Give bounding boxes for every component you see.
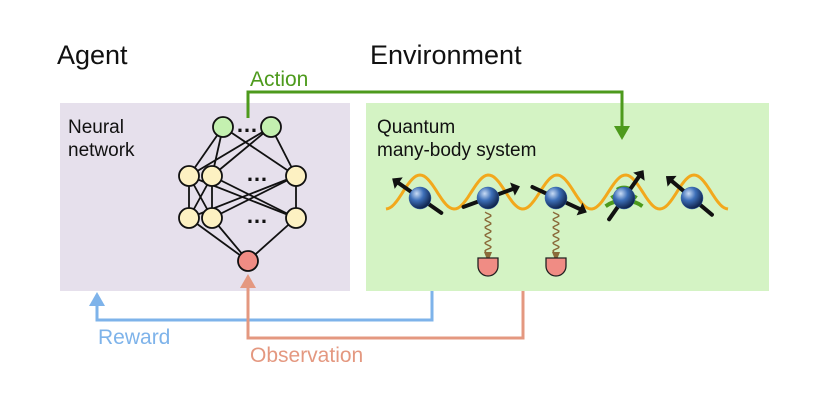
observation-arrow xyxy=(240,274,525,340)
hidden-node xyxy=(201,165,223,187)
reward-label: Reward xyxy=(98,326,171,349)
agent-heading: Agent xyxy=(57,40,128,70)
hidden-node xyxy=(285,207,307,229)
action-arrow xyxy=(246,90,630,140)
environment-box-label: Quantum many-body system xyxy=(377,117,537,161)
hidden-node xyxy=(201,207,223,229)
environment-heading: Environment xyxy=(370,40,522,70)
spin-particle xyxy=(461,182,520,210)
network-edge xyxy=(211,175,297,219)
input-node xyxy=(260,116,282,138)
output-node xyxy=(237,250,259,272)
action-label: Action xyxy=(250,68,309,91)
input-node xyxy=(212,116,234,138)
network-ellipsis: … xyxy=(236,112,258,137)
network-ellipsis: … xyxy=(246,203,268,228)
hidden-node xyxy=(178,165,200,187)
detector xyxy=(477,211,499,277)
spin-particle xyxy=(665,175,714,217)
optical-lattice-wave xyxy=(385,173,729,211)
network-nodes: … … … xyxy=(178,112,307,272)
spin-particle xyxy=(392,177,444,215)
agent-box-label: Neural network xyxy=(68,117,135,161)
hidden-node xyxy=(285,165,307,187)
network-edge xyxy=(188,217,249,262)
detector xyxy=(545,211,567,277)
reward-arrow xyxy=(89,291,434,322)
network-edge xyxy=(211,126,272,177)
agent-box xyxy=(60,103,350,291)
network-edge xyxy=(188,126,272,177)
hidden-node xyxy=(178,207,200,229)
spin-particle xyxy=(530,185,587,216)
detectors xyxy=(477,211,567,277)
network-edge xyxy=(222,126,297,177)
network-ellipsis: … xyxy=(246,161,268,186)
spin-particle xyxy=(607,170,645,222)
observation-label: Observation xyxy=(250,344,364,367)
spin-particles xyxy=(392,170,714,222)
